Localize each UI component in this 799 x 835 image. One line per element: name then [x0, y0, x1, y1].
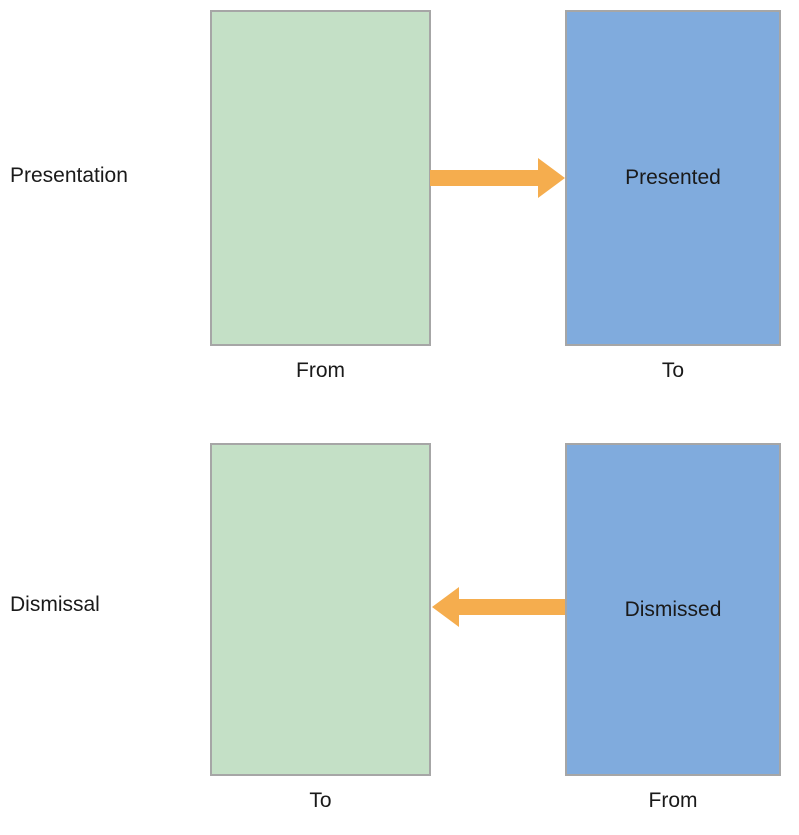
state-box-dismissal-right[interactable]: Dismissed	[565, 443, 781, 776]
arrow-left-icon-dismissal	[432, 587, 567, 627]
state-box-presentation-left[interactable]	[210, 10, 431, 346]
diagram-row-presentation: Presentation From Presented To	[10, 10, 781, 382]
state-box-dismissal-right-label: Dismissed	[624, 597, 722, 621]
stage-label-presentation: Presentation	[10, 164, 128, 187]
caption-dismissal-left: To	[309, 789, 332, 812]
stage-label-dismissal: Dismissal	[10, 593, 100, 616]
caption-presentation-left: From	[296, 359, 345, 382]
state-box-presentation-right-label: Presented	[625, 166, 721, 189]
arrow-right-icon-presentation	[430, 158, 565, 198]
state-box-dismissal-left[interactable]	[210, 443, 431, 776]
caption-dismissal-right: From	[648, 789, 698, 812]
caption-presentation-right: To	[661, 359, 685, 382]
state-box-presentation-right[interactable]: Presented	[565, 10, 781, 346]
diagram-row-dismissal: Dismissal To Dismissed From	[0, 418, 799, 835]
